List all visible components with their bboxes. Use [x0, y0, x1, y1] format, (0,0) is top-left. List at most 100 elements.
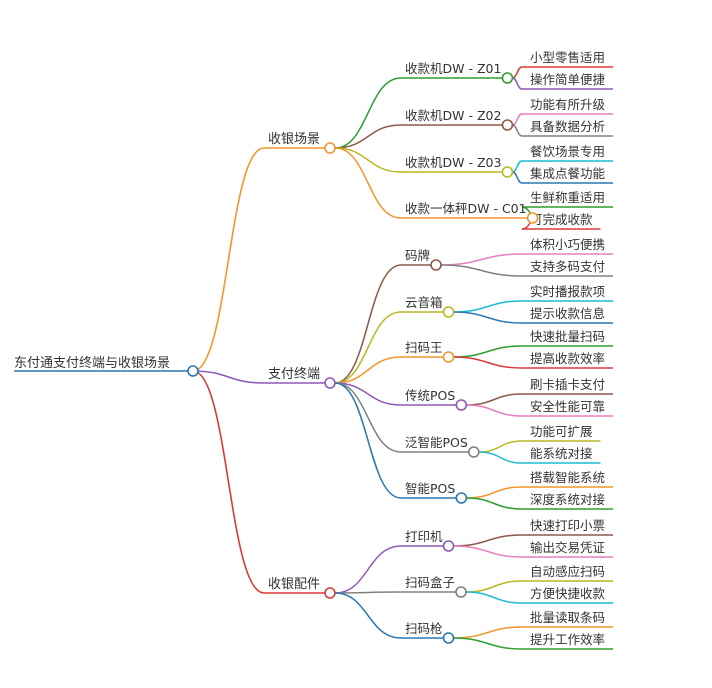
- subtopic-label: 扫码盒子: [405, 575, 455, 590]
- subtopic-label: 泛智能POS: [405, 435, 468, 450]
- subtopic-label: 码牌: [405, 248, 430, 263]
- leaf-topic-label: 提升工作效率: [530, 632, 605, 647]
- subtopic-connector: [334, 147, 402, 219]
- subtopic-collapse-toggle[interactable]: [501, 119, 514, 131]
- leaf-topic-label: 体积小巧便携: [530, 237, 605, 252]
- leaf-topic-label: 深度系统对接: [530, 492, 606, 507]
- subtopic-label: 扫码枪: [405, 621, 443, 636]
- leaf-connector: [478, 440, 523, 453]
- subtopic-connector: [334, 77, 402, 149]
- subtopic-connector: [334, 356, 402, 384]
- branch-topic-label: 收银配件: [268, 577, 320, 592]
- leaf-topic-label: 支持多码支付: [530, 259, 605, 274]
- branch-collapse-toggle[interactable]: [324, 142, 336, 154]
- leaf-connector: [453, 626, 523, 639]
- mindmap-edges: [14, 66, 614, 650]
- branch-connector: [192, 370, 265, 384]
- leaf-connector: [453, 300, 523, 313]
- leaf-topic-label: 提高收款效率: [530, 351, 605, 366]
- subtopic-connector: [334, 147, 402, 173]
- leaf-topic-label: 功能可扩展: [530, 424, 593, 439]
- leaf-connector: [512, 66, 523, 79]
- subtopic-collapse-toggle[interactable]: [442, 351, 455, 363]
- leaf-topic-label: 刷卡插卡支付: [530, 377, 605, 392]
- subtopic-collapse-toggle[interactable]: [455, 399, 468, 411]
- leaf-topic-label: 具备数据分析: [530, 119, 605, 134]
- subtopic-collapse-toggle[interactable]: [501, 166, 514, 178]
- subtopic-collapse-toggle[interactable]: [430, 259, 442, 271]
- leaf-connector: [478, 451, 523, 464]
- leaf-connector: [453, 534, 523, 547]
- subtopic-label: 收款一体秤DW - C01: [405, 201, 527, 216]
- subtopic-connector: [334, 311, 402, 384]
- leaf-topic-label: 小型零售适用: [530, 50, 605, 65]
- branch-connector: [192, 370, 265, 594]
- leaf-topic-label: 提示收款信息: [530, 306, 605, 321]
- branch-topic-label: 收银场景: [268, 132, 320, 147]
- leaf-connector: [453, 345, 523, 358]
- leaf-connector: [466, 393, 523, 406]
- leaf-connector: [512, 113, 523, 126]
- subtopic-connector: [334, 264, 402, 384]
- subtopic-collapse-toggle[interactable]: [442, 306, 455, 318]
- leaf-topic-label: 可完成收款: [530, 212, 593, 227]
- subtopic-label: 云音箱: [405, 295, 443, 310]
- leaf-topic-label: 自动感应扫码: [530, 564, 605, 579]
- branch-collapse-toggle[interactable]: [324, 377, 336, 389]
- leaf-connector: [453, 311, 523, 324]
- leaf-topic-label: 搭载智能系统: [530, 470, 605, 485]
- subtopic-label: 收款机DW - Z02: [405, 108, 501, 123]
- leaf-topic-label: 安全性能可靠: [530, 399, 605, 414]
- leaf-connector: [466, 497, 523, 510]
- leaf-topic-label: 功能有所升级: [530, 97, 606, 112]
- branch-topic-label: 支付终端: [268, 366, 320, 382]
- subtopic-collapse-toggle[interactable]: [455, 492, 468, 504]
- leaf-connector: [512, 171, 523, 184]
- branch-collapse-toggle[interactable]: [324, 587, 336, 599]
- subtopic-collapse-toggle[interactable]: [526, 212, 539, 224]
- subtopic-collapse-toggle[interactable]: [455, 586, 467, 598]
- leaf-topic-label: 方便快捷收款: [530, 586, 606, 601]
- leaf-topic-label: 能系统对接: [530, 446, 593, 461]
- leaf-connector: [466, 591, 523, 604]
- leaf-connector: [453, 356, 523, 369]
- subtopic-connector: [334, 545, 402, 594]
- leaf-connector: [466, 404, 523, 417]
- leaf-connector: [512, 160, 523, 173]
- leaf-topic-label: 快速批量扫码: [530, 329, 605, 344]
- subtopic-connector: [334, 592, 402, 639]
- leaf-topic-label: 操作简单便捷: [530, 72, 606, 87]
- leaf-connector: [466, 486, 523, 499]
- subtopic-connector: [334, 591, 402, 594]
- subtopic-connector: [334, 124, 402, 149]
- leaf-topic-label: 餐饮场景专用: [530, 144, 605, 159]
- leaf-topic-label: 集成点餐功能: [530, 166, 606, 181]
- subtopic-label: 收款机DW - Z03: [405, 155, 501, 170]
- root-collapse-toggle[interactable]: [187, 365, 199, 377]
- subtopic-connector: [334, 382, 402, 453]
- subtopic-label: 智能POS: [405, 481, 455, 496]
- branch-connector: [192, 147, 265, 372]
- leaf-connector: [441, 264, 523, 277]
- subtopic-label: 收款机DW - Z01: [405, 61, 501, 76]
- leaf-topic-label: 快速打印小票: [530, 518, 605, 533]
- subtopic-collapse-toggle[interactable]: [501, 72, 514, 84]
- subtopic-connector: [334, 382, 402, 406]
- leaf-topic-label: 实时播报款项: [530, 284, 605, 299]
- leaf-topic-label: 批量读取条码: [530, 610, 605, 625]
- leaf-topic-label: 输出交易凭证: [530, 540, 606, 555]
- mindmap-nodes: 东付通支付终端与收银场景 收银场景 收款机DW - Z01 小型零售适用操作简单便捷收…: [14, 50, 606, 647]
- leaf-connector: [466, 580, 523, 593]
- subtopic-collapse-toggle[interactable]: [442, 632, 455, 644]
- subtopic-collapse-toggle[interactable]: [442, 540, 455, 552]
- leaf-topic-label: 生鲜称重适用: [530, 190, 605, 205]
- leaf-connector: [512, 124, 523, 137]
- leaf-connector: [512, 77, 523, 90]
- leaf-connector: [453, 545, 523, 558]
- root-topic-label: 东付通支付终端与收银场景: [14, 355, 170, 371]
- subtopic-label: 传统POS: [405, 388, 455, 403]
- subtopic-connector: [334, 382, 402, 499]
- subtopic-label: 打印机: [405, 529, 443, 544]
- subtopic-collapse-toggle[interactable]: [468, 446, 480, 458]
